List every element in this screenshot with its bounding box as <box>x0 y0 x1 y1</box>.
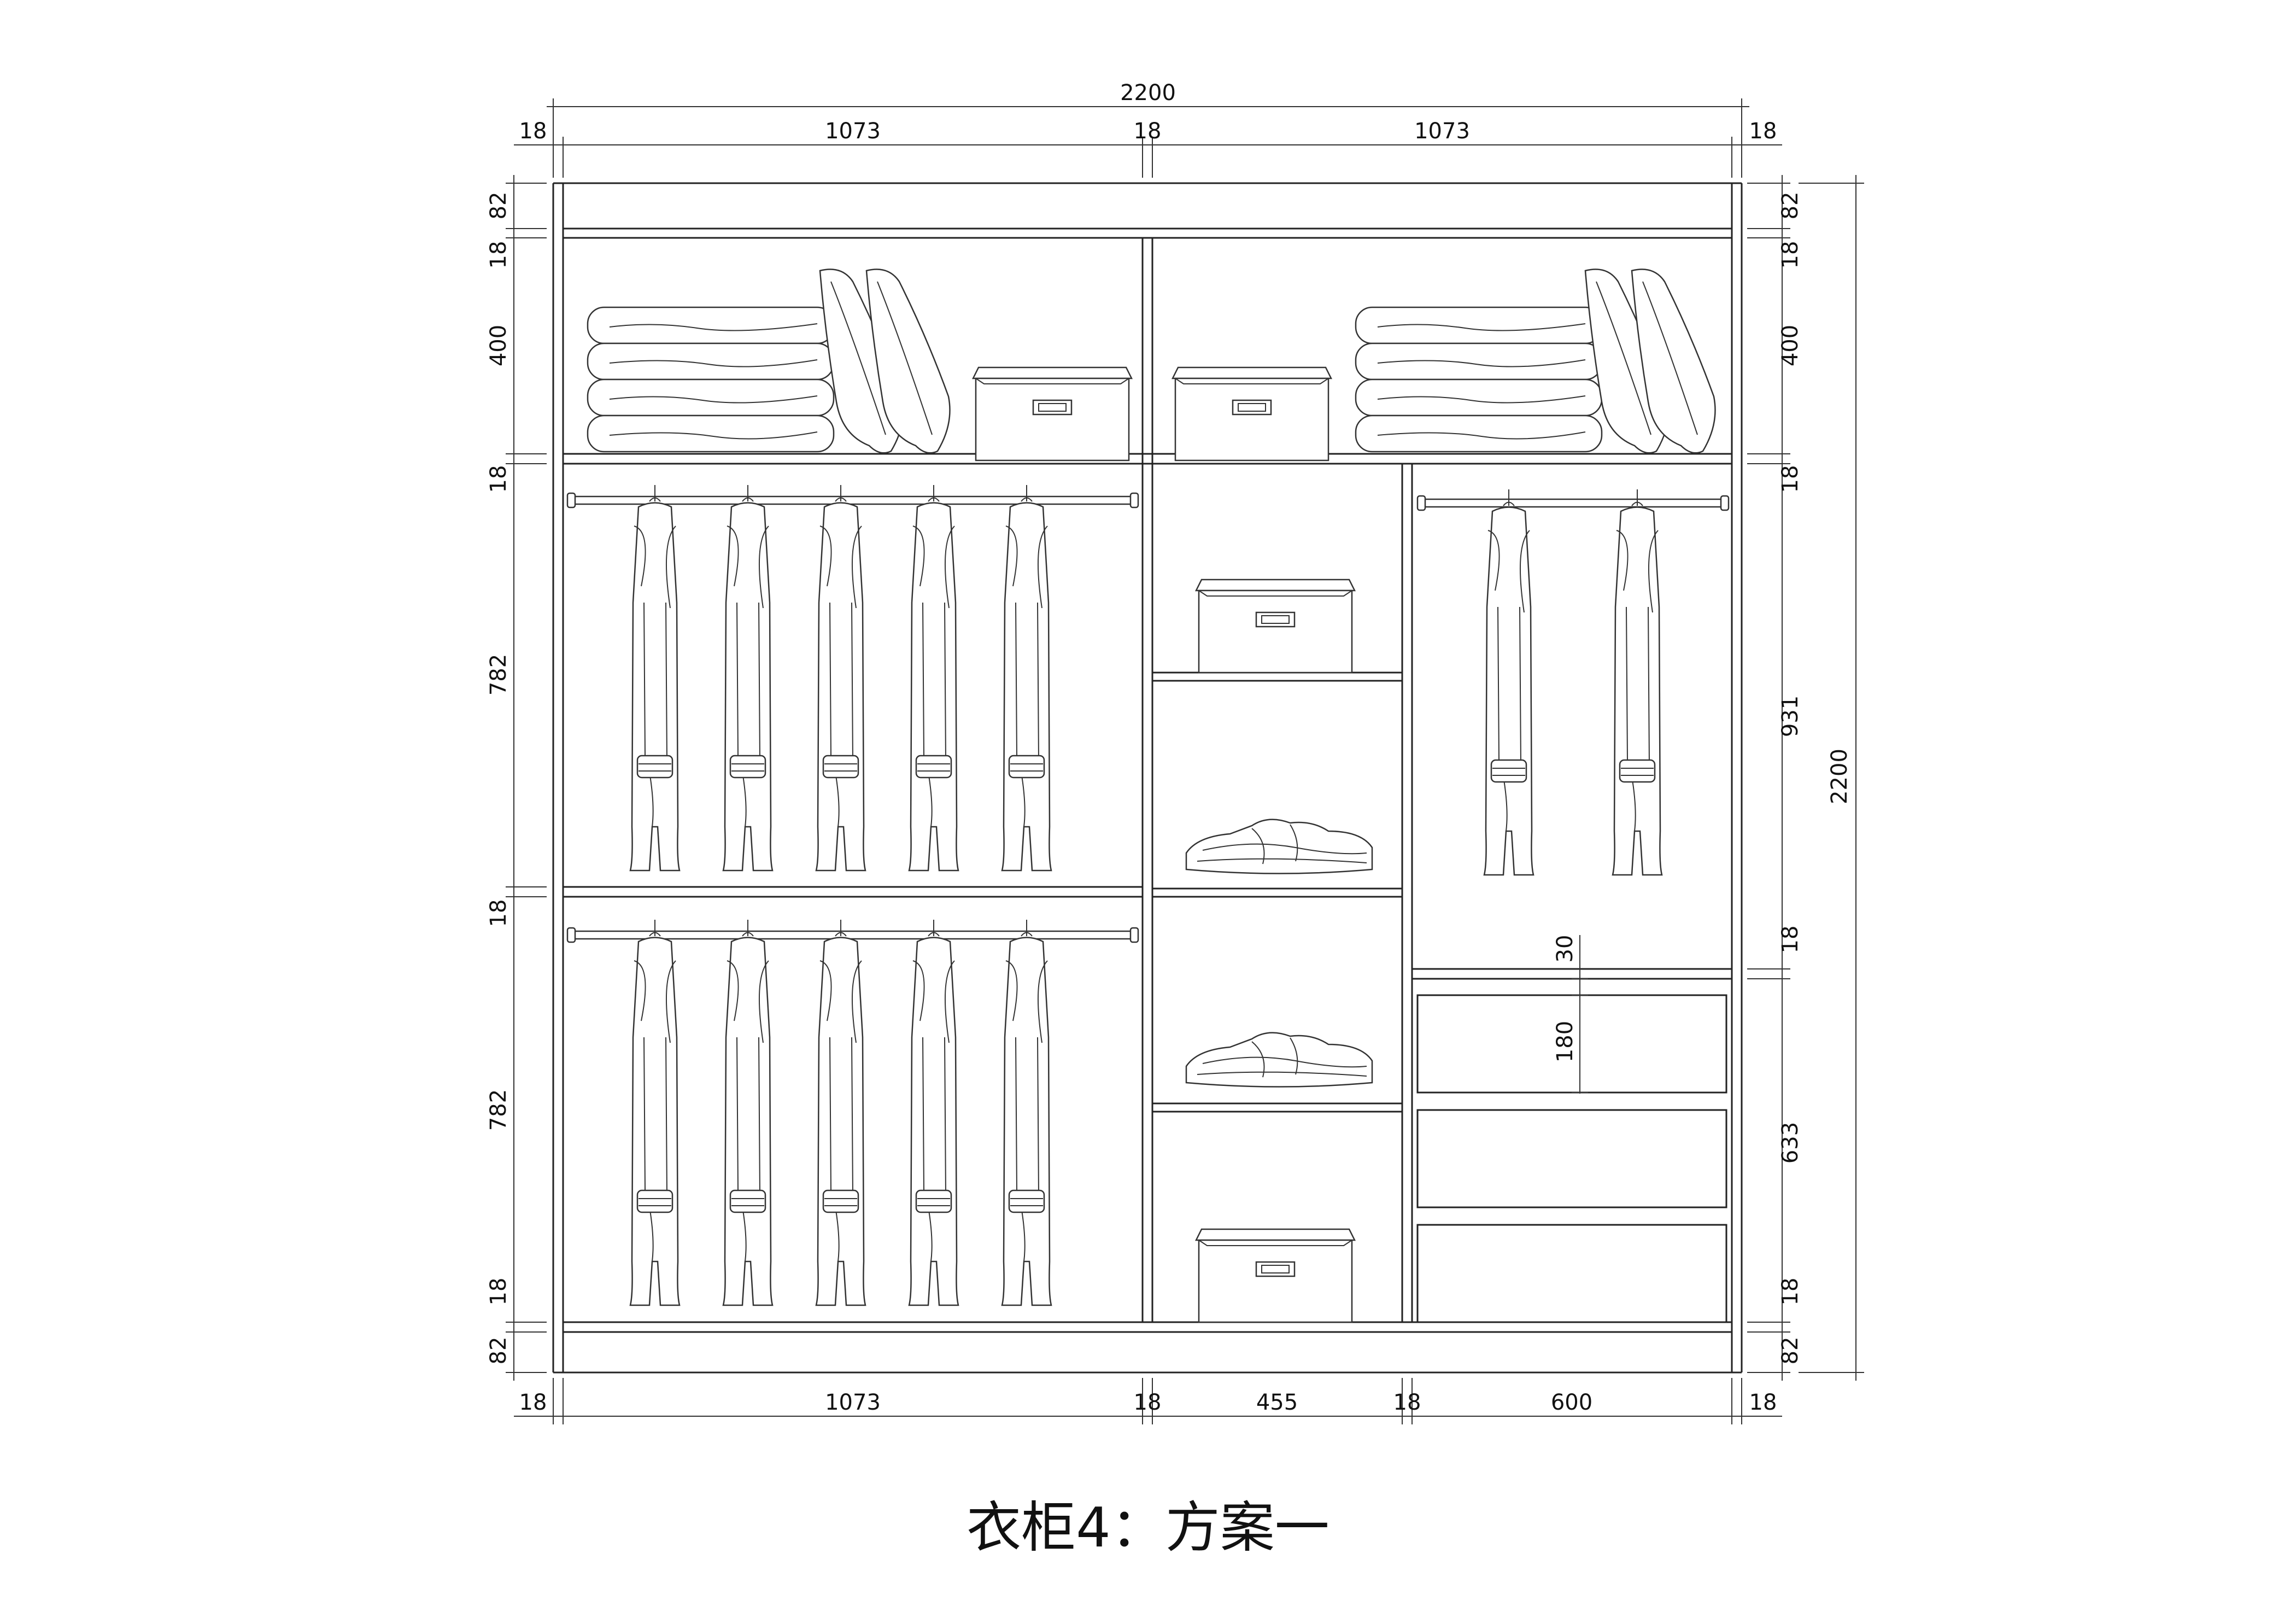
dim-left-bottom-base: 82 <box>486 1337 511 1365</box>
dim-top-right-side: 18 <box>1749 119 1777 144</box>
dim-drawer-height: 180 <box>1553 1021 1578 1062</box>
dim-right-top-board: 18 <box>1778 241 1803 269</box>
dim-top-middle-side: 18 <box>1134 119 1162 144</box>
dim-right-drawers: 633 <box>1778 1122 1803 1164</box>
hanging-rods <box>566 492 1730 943</box>
dim-bottom-side-2: 18 <box>1134 1390 1162 1415</box>
dimension-lines <box>506 98 1864 1424</box>
dim-right-top-base: 82 <box>1778 192 1803 220</box>
dim-bottom-right-side: 18 <box>1749 1390 1777 1415</box>
drawing-title: 衣柜4：方案一 <box>967 1496 1329 1559</box>
cabinet-structure <box>552 182 1743 1374</box>
dim-bottom-side-3: 18 <box>1393 1390 1421 1415</box>
dim-left-hang-1: 782 <box>486 654 511 696</box>
dim-right-board-2: 18 <box>1778 926 1803 954</box>
dim-left-board-2: 18 <box>486 899 511 927</box>
dim-left-board-1: 18 <box>486 465 511 493</box>
dim-left-top-board: 18 <box>486 241 511 269</box>
dim-bottom-left-side: 18 <box>519 1390 547 1415</box>
dim-right-board-3: 18 <box>1778 1278 1803 1306</box>
dim-bottom-right-span: 600 <box>1551 1390 1592 1415</box>
dim-top-left-span: 1073 <box>825 119 881 144</box>
dim-left-upper-shelf: 400 <box>486 325 511 366</box>
dim-drawer-gap: 30 <box>1553 935 1578 963</box>
wardrobe-contents <box>587 268 1716 1323</box>
dim-top-left-side: 18 <box>519 119 547 144</box>
dim-bottom-left-span: 1073 <box>825 1390 881 1415</box>
dim-right-board-1: 18 <box>1778 465 1803 493</box>
dim-left-hang-2: 782 <box>486 1089 511 1131</box>
dim-left-top-base: 82 <box>486 192 511 220</box>
dim-left-board-3: 18 <box>486 1278 511 1306</box>
dim-right-upper-shelf: 400 <box>1778 325 1803 366</box>
dim-bottom-middle-span: 455 <box>1256 1390 1298 1415</box>
dimension-labels: 2200 18 1073 18 1073 18 18 1073 18 455 1… <box>486 80 1852 1415</box>
dim-overall-height: 2200 <box>1827 749 1852 804</box>
dim-top-right-span: 1073 <box>1414 119 1470 144</box>
dim-right-hang: 931 <box>1778 696 1803 737</box>
dim-right-bottom-base: 82 <box>1778 1337 1803 1365</box>
dim-top-overall: 2200 <box>1120 80 1176 106</box>
